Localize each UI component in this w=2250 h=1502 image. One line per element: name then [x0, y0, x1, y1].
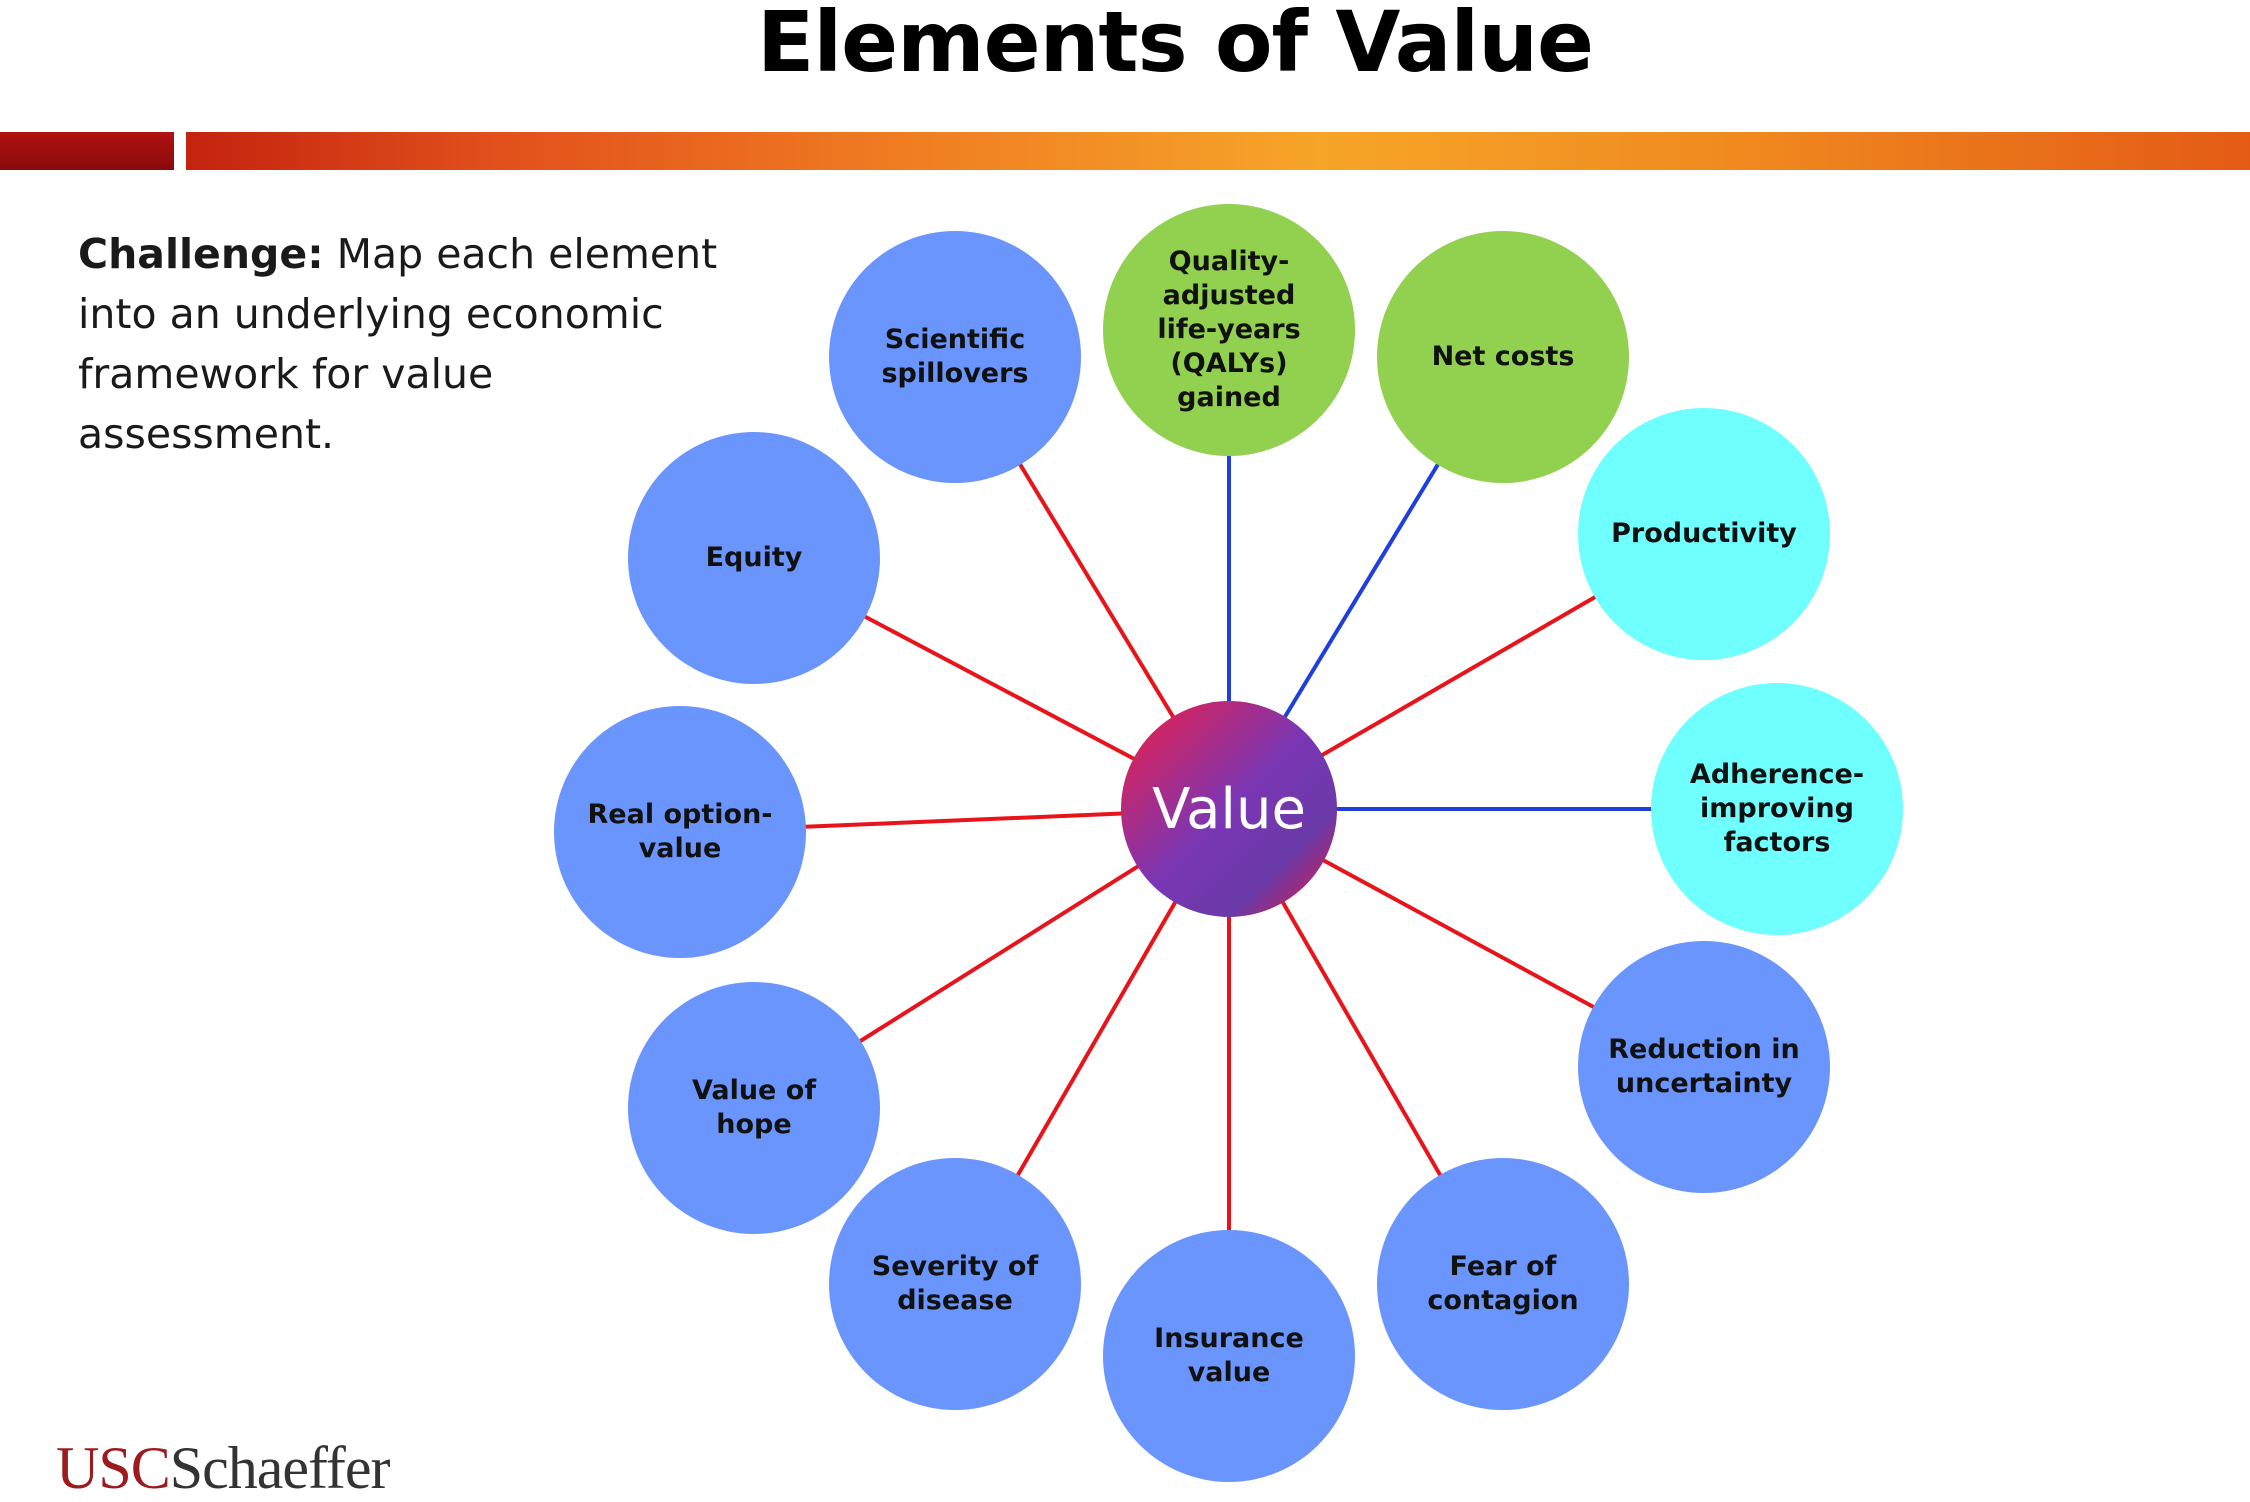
challenge-body: Map each element into an underlying econ… [78, 230, 718, 458]
node-label-real-option: Real option- value [587, 799, 773, 864]
connector-net-costs [1281, 460, 1442, 722]
connector-severity [1014, 898, 1179, 1180]
connector-value-hope [856, 862, 1143, 1045]
node-insurance-value [1103, 1230, 1355, 1482]
node-qalys [1103, 204, 1355, 456]
node-label-scientific-spillovers: Scientific spillovers [881, 324, 1029, 389]
connector-equity [860, 613, 1138, 763]
banner-bar-right [186, 132, 2250, 170]
challenge-label: Challenge: [78, 230, 324, 278]
node-value-hope [628, 982, 880, 1234]
node-label-reduction-uncertainty: Reduction in uncertainty [1608, 1034, 1800, 1099]
node-fear-contagion [1377, 1158, 1629, 1410]
node-severity [829, 1158, 1081, 1410]
node-label-severity: Severity of disease [871, 1251, 1039, 1316]
logo-usc: USC [56, 1435, 171, 1501]
value-center-label: Value [1152, 776, 1306, 842]
connector-fear-contagion [1279, 898, 1444, 1180]
node-label-adherence: Adherence- improving factors [1689, 759, 1865, 858]
logo-schaeffer: Schaeffer [169, 1435, 391, 1501]
node-scientific-spillovers [829, 231, 1081, 483]
node-adherence [1651, 683, 1903, 935]
element-nodes [554, 204, 1903, 1482]
node-productivity [1578, 408, 1830, 660]
page-title: Elements of Value [756, 0, 1594, 91]
node-label-net-costs: Net costs [1431, 341, 1575, 372]
node-label-value-hope: Value of hope [691, 1075, 817, 1140]
node-reduction-uncertainty [1578, 941, 1830, 1193]
node-label-insurance-value: Insurance value [1154, 1323, 1304, 1388]
node-label-fear-contagion: Fear of contagion [1427, 1251, 1579, 1316]
node-label-equity: Equity [705, 542, 803, 573]
banner-bar-left [0, 132, 174, 170]
node-label-productivity: Productivity [1611, 518, 1797, 549]
node-real-option [554, 706, 806, 958]
value-center-node [1121, 701, 1337, 917]
connector-real-option [801, 811, 1126, 829]
challenge-text: Challenge: Map each element into an unde… [78, 224, 728, 464]
connector-productivity [1317, 593, 1600, 759]
node-net-costs [1377, 231, 1629, 483]
usc-schaeffer-logo: USCSchaeffer [56, 1435, 391, 1501]
node-label-qalys: Quality- adjusted life-years (QALYs) gai… [1157, 246, 1301, 413]
node-equity [628, 432, 880, 684]
connector-reduction-uncertainty [1319, 856, 1598, 1011]
connector-scientific-spillovers [1016, 460, 1177, 722]
connector-lines [801, 452, 1655, 1234]
